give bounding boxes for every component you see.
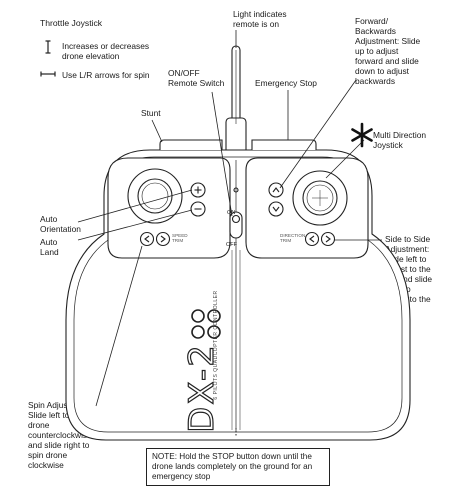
horizontal-arrow-icon xyxy=(40,71,56,77)
asterisk-icon xyxy=(351,122,373,148)
multi-direction-joystick xyxy=(292,170,348,226)
side-right-button xyxy=(320,231,336,247)
stunt-label: Stunt xyxy=(141,108,161,118)
right-trim-text: DIRECTION TRIM xyxy=(280,233,306,243)
side-left-button xyxy=(304,231,320,247)
legend-spin-text: Use L/R arrows for spin xyxy=(62,70,150,80)
throttle-joystick-legend-title: Throttle Joystick xyxy=(40,18,103,28)
vertical-arrow-icon xyxy=(45,40,51,54)
forward-adjust-button xyxy=(268,182,284,198)
emergency-note: NOTE: Hold the STOP button down until th… xyxy=(146,448,330,486)
backward-adjust-button xyxy=(268,201,284,217)
legend-elevation-text: Increases or decreases drone elevation xyxy=(62,41,150,61)
stunt-button xyxy=(159,139,223,150)
emergency-stop-button xyxy=(251,139,317,150)
emergency-stop-label: Emergency Stop xyxy=(255,78,317,88)
auto-land-button xyxy=(190,201,206,217)
power-light xyxy=(233,187,239,193)
switch-off-text: OFF xyxy=(226,242,237,248)
switch-on-text: ON xyxy=(227,210,236,216)
callout-lines xyxy=(77,30,382,407)
forward-backward-adjustment-label: Forward/ Backwards Adjustment: Slide up … xyxy=(355,16,421,86)
spin-left-button xyxy=(139,231,155,247)
auto-land-label: Auto Land xyxy=(40,237,59,257)
spin-right-button xyxy=(155,231,171,247)
brand-subtitle: 6 PILOTS QUADCOPTER CONTROLLER xyxy=(213,290,219,400)
left-trim-text: SPEED TRIM xyxy=(172,233,188,243)
multi-direction-joystick-label: Multi Direction Joystick xyxy=(373,130,427,150)
light-indicator-label: Light indicates remote is on xyxy=(233,9,287,29)
auto-orientation-button xyxy=(190,182,206,198)
auto-orientation-label: Auto Orientation xyxy=(40,214,81,234)
quadcopter-logo-icon xyxy=(191,309,221,339)
on-off-switch-label: ON/OFF Remote Switch xyxy=(168,68,225,88)
antenna xyxy=(225,45,247,159)
